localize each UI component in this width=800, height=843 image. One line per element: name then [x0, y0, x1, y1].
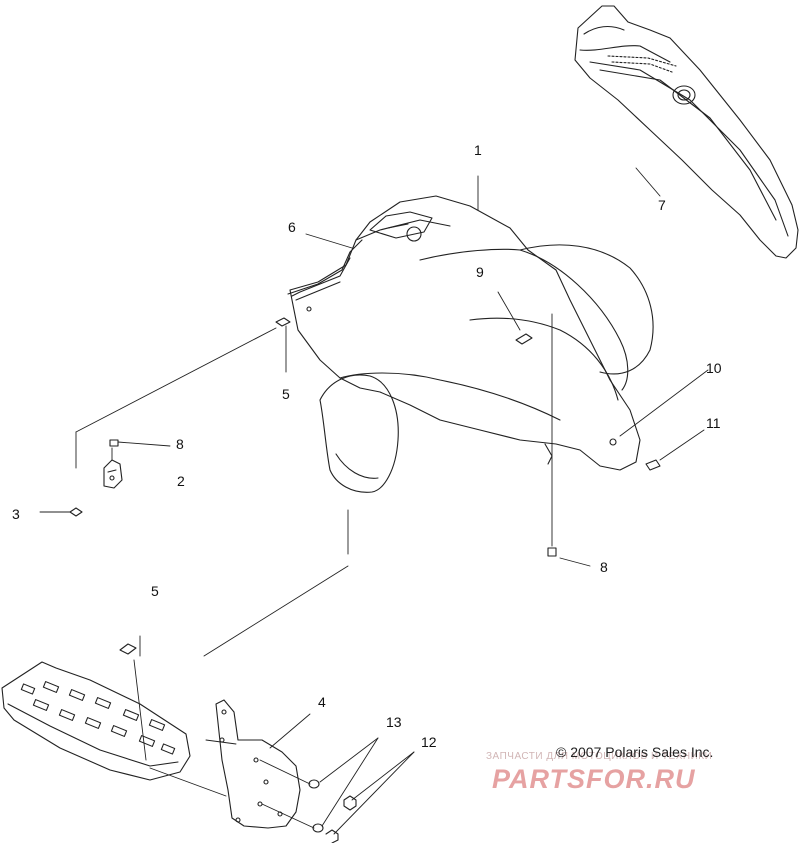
callout-7: 7	[658, 197, 666, 213]
callout-1: 1	[474, 142, 482, 158]
callout-9: 9	[476, 264, 484, 280]
part-6-seal-strip	[287, 239, 363, 295]
callout-13: 13	[386, 714, 402, 730]
callout-12: 12	[421, 734, 437, 750]
part-1-rear-fender	[289, 195, 654, 493]
callout-4: 4	[318, 694, 326, 710]
callout-8-upper: 8	[176, 436, 184, 452]
part-2-clip	[103, 459, 123, 489]
callout-6: 6	[288, 219, 296, 235]
callout-3: 3	[12, 506, 20, 522]
part-4-bracket	[215, 699, 301, 829]
part-7-fender-cover	[574, 5, 799, 259]
watermark-logo: PARTSFOR.RU	[492, 764, 696, 794]
callout-5-upper: 5	[282, 386, 290, 402]
callout-5-lower: 5	[151, 583, 159, 599]
hardware-items	[69, 317, 661, 843]
copyright-notice: © 2007 Polaris Sales Inc.	[556, 744, 714, 760]
leader-lines	[39, 167, 709, 835]
callout-11: 11	[706, 415, 721, 431]
callout-10: 10	[706, 360, 722, 376]
callout-8-lower: 8	[600, 559, 608, 575]
watermark-subtitle: ЗАПЧАСТИ ДЛЯ МОТОЦИКЛОВ И ТЕХНИКИ	[486, 751, 713, 762]
callout-2: 2	[177, 473, 185, 489]
footrest-plate	[1, 661, 191, 781]
